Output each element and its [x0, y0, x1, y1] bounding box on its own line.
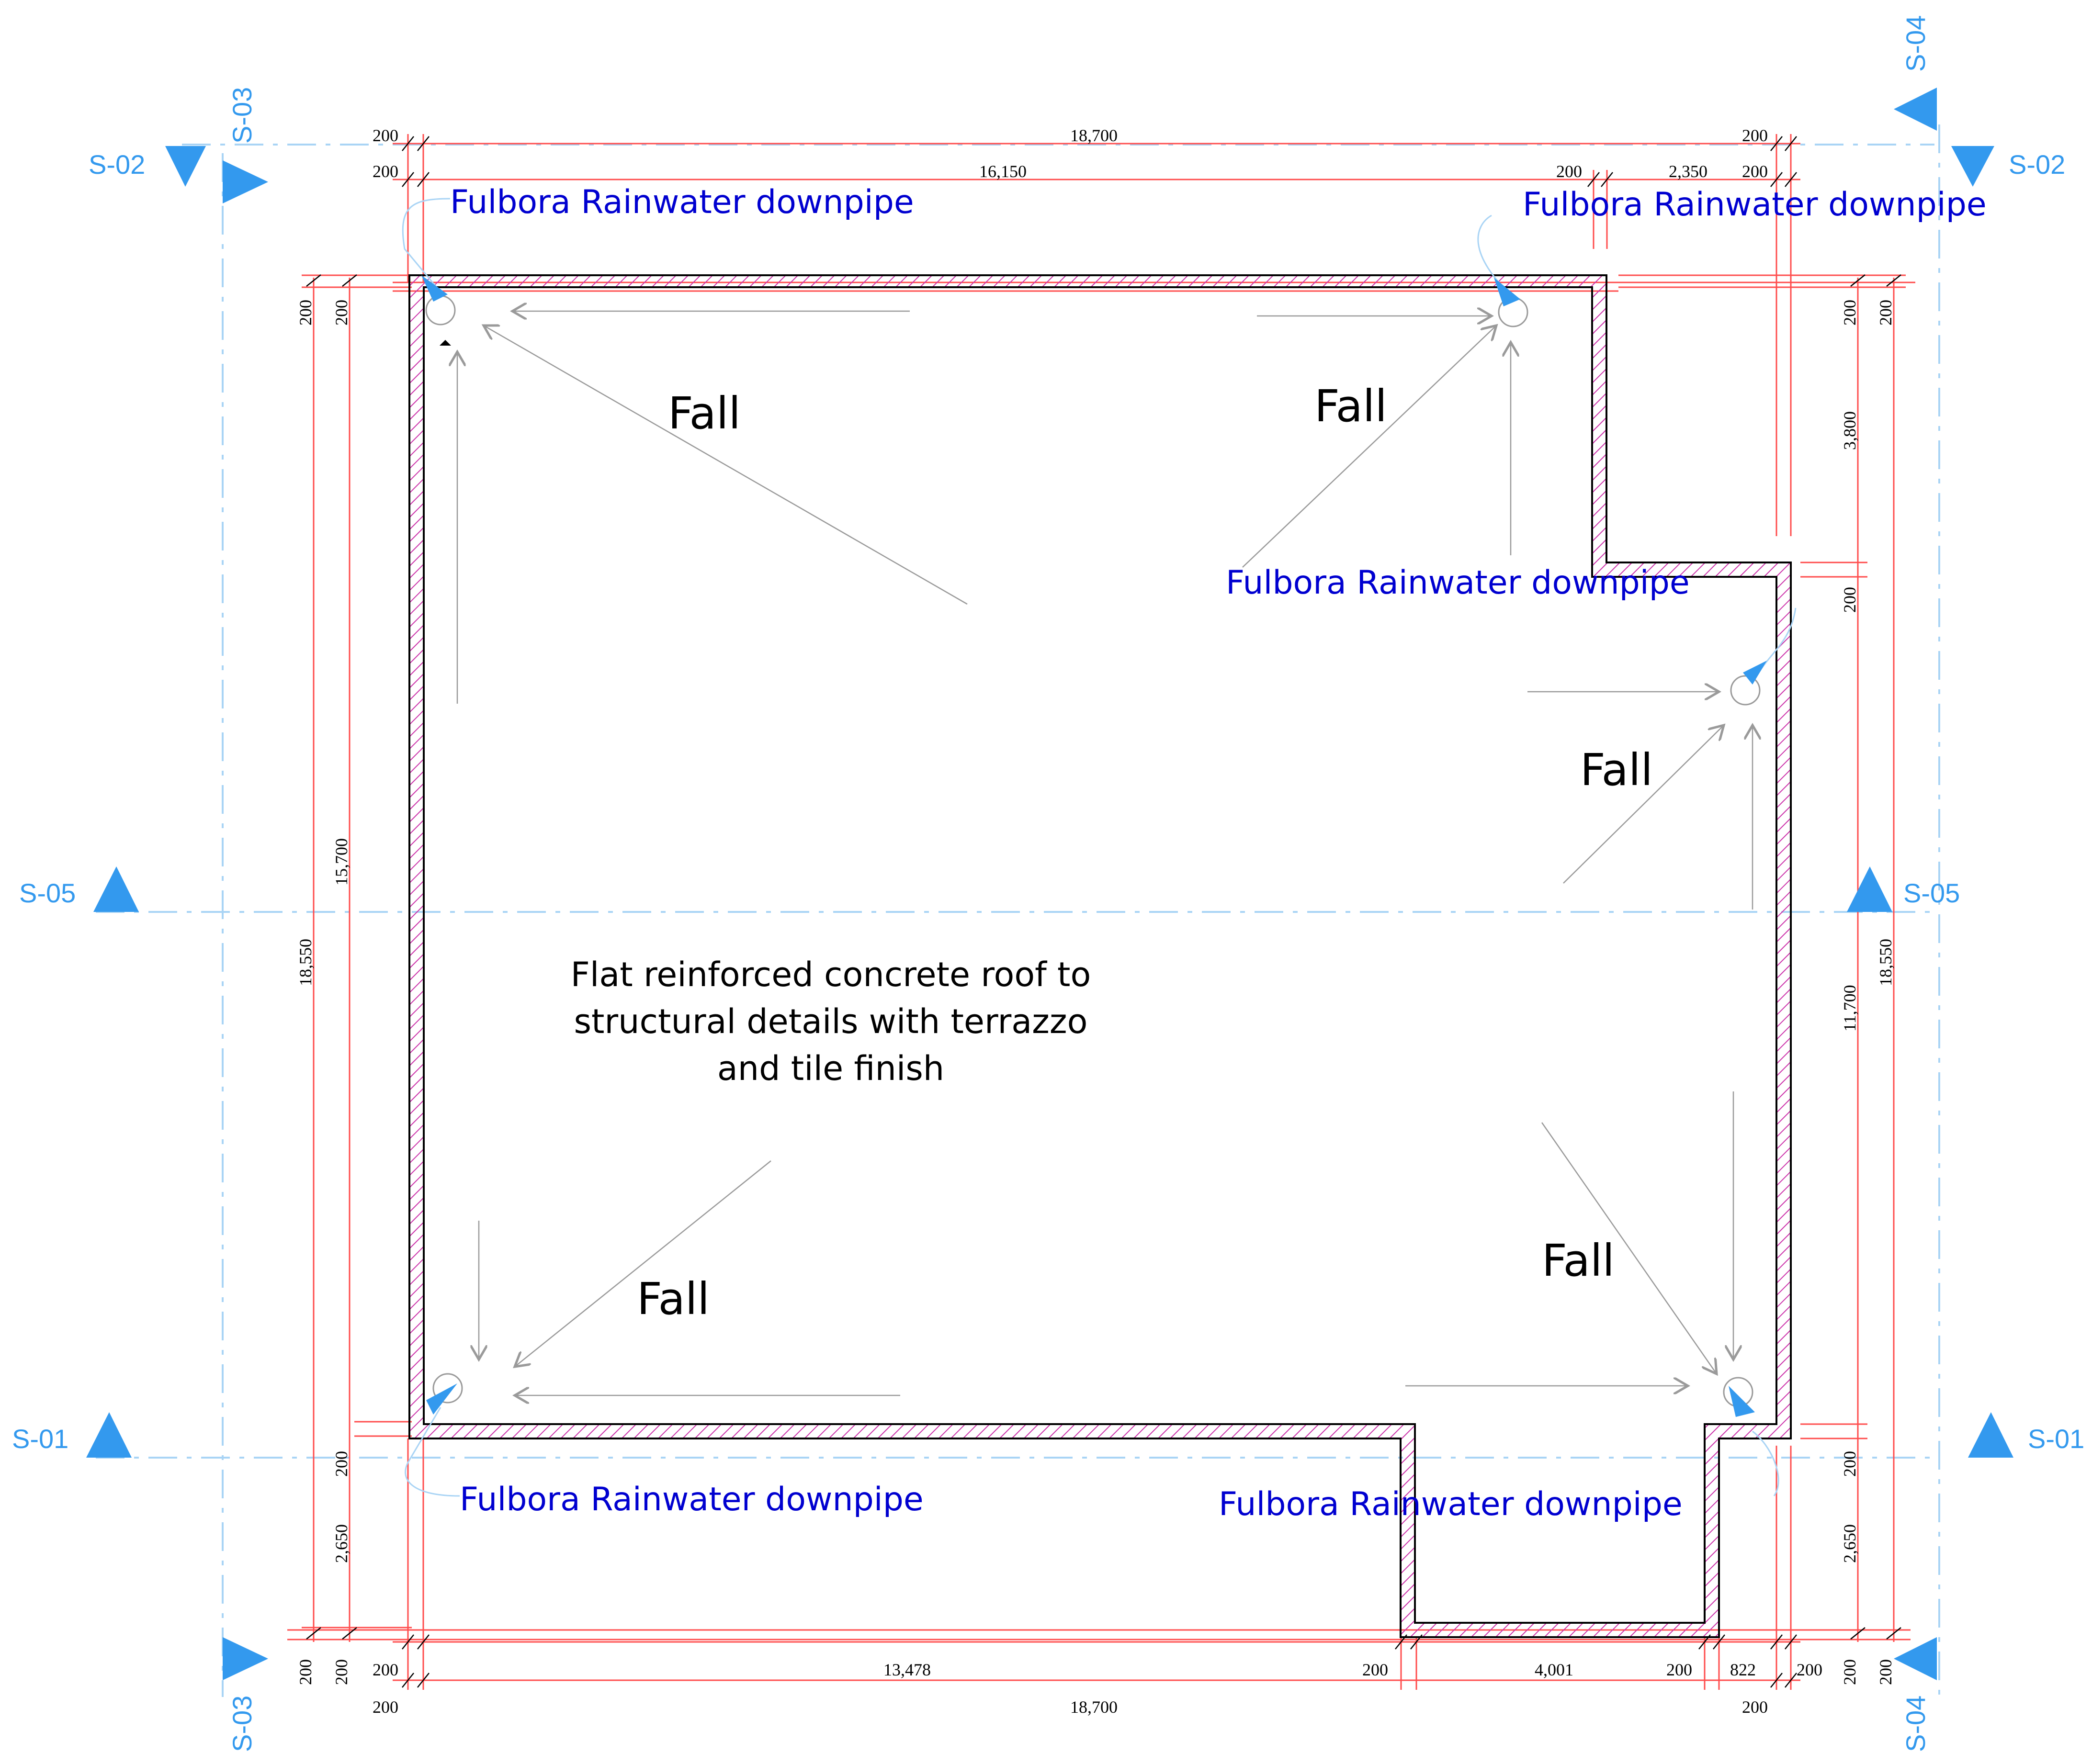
callout-bottom-left: Fulbora Rainwater downpipe: [460, 1481, 924, 1518]
roof-note-line1: Flat reinforced concrete roof to: [571, 955, 1091, 994]
section-marker-s01-left: [86, 1412, 132, 1458]
downpipe-callouts: Fulbora Rainwater downpipe Fulbora Rainw…: [450, 183, 1987, 1523]
callout-top-right: Fulbora Rainwater downpipe: [1523, 186, 1987, 224]
section-marker-s04-bottom: [1894, 1637, 1937, 1680]
section-labels: S-02 S-03 S-04 S-02 S-05 S-05 S-01 S-01 …: [12, 15, 2084, 1752]
section-marker-s02-right: [1951, 146, 1994, 187]
section-label-s04-top: S-04: [1900, 15, 1931, 72]
section-label-s01-left: S-01: [12, 1424, 68, 1454]
callout-arrowheads: [421, 275, 1767, 1417]
dimension-labels: 200 18,700 200 200 16,150 200 2,350 200 …: [296, 126, 1895, 1717]
fall-arrows: [457, 311, 1753, 1395]
section-marker-s03-top: [223, 160, 268, 203]
dim-bottom-step: 822: [1730, 1660, 1756, 1679]
fall-label-bottom-right: Fall: [1542, 1235, 1615, 1286]
dim-top-outer-left: 200: [373, 126, 398, 145]
section-label-s02-left: S-02: [89, 149, 145, 180]
dim-top-outer-right: 200: [1742, 126, 1768, 145]
dim-left-overall: 18,550: [296, 939, 315, 986]
dim-right-bottom-outer: 200: [1876, 1659, 1895, 1685]
section-marker-s05-right: [1847, 866, 1892, 912]
section-label-s01-right: S-01: [2028, 1424, 2084, 1454]
roof-note-line3: and tile finish: [717, 1049, 944, 1088]
section-markers: [86, 88, 2013, 1680]
dim-top-inner-mid: 200: [1556, 162, 1582, 181]
downpipe-circle-mid-right: [1730, 675, 1761, 706]
fall-label-top-right: Fall: [1314, 381, 1387, 432]
dim-bottom-notch: 4,001: [1535, 1660, 1573, 1679]
dim-top-overall: 18,700: [1070, 126, 1118, 145]
dim-right-bottom-inner: 200: [1840, 1451, 1859, 1477]
fall-label-bottom-left: Fall: [637, 1273, 710, 1325]
section-marker-s05-left: [93, 866, 139, 912]
dim-bottom-main: 13,478: [883, 1660, 931, 1679]
dim-right-top-inner: 200: [1840, 300, 1859, 326]
dim-bottom-outer-left: 200: [373, 1697, 398, 1717]
fall-label-top-left: Fall: [668, 388, 741, 439]
dim-right-top-outer: 200: [1876, 300, 1895, 326]
section-label-s04-bottom: S-04: [1900, 1696, 1931, 1752]
parapet-wall: [408, 274, 1792, 1638]
dim-bottom-overall: 18,700: [1070, 1697, 1118, 1717]
dim-bottom-outer-right: 200: [1742, 1697, 1768, 1717]
section-lines: [96, 124, 1940, 1697]
dim-right-main: 11,700: [1840, 985, 1859, 1032]
dim-left-bottom-offset: 2,650: [332, 1524, 351, 1563]
section-label-s02-right: S-02: [2009, 149, 2065, 180]
section-marker-s01-right: [1968, 1412, 2013, 1458]
dim-left-bottom-outer: 200: [296, 1659, 315, 1685]
direction-marker: [440, 340, 451, 346]
dim-top-inner-right: 200: [1742, 162, 1768, 181]
callout-top-left: Fulbora Rainwater downpipe: [450, 183, 914, 221]
dim-bottom-left: 200: [373, 1660, 398, 1679]
dim-top-main: 16,150: [979, 162, 1027, 181]
fall-label-mid-right: Fall: [1580, 744, 1653, 796]
section-label-s03-top: S-03: [227, 87, 257, 144]
section-marker-s04-top: [1894, 88, 1937, 131]
dim-bottom-mid2: 200: [1666, 1660, 1692, 1679]
dim-top-inner-left: 200: [373, 162, 398, 181]
fall-labels: Fall Fall Fall Fall Fall: [637, 381, 1653, 1325]
dim-right-overall: 18,550: [1876, 939, 1895, 986]
dim-right-step-wall: 200: [1840, 587, 1859, 613]
dim-right-bottom-inner2: 200: [1840, 1659, 1859, 1685]
roof-note-line2: structural details with terrazzo: [574, 1002, 1087, 1041]
section-marker-s02-left: [165, 146, 206, 187]
section-marker-s03-bottom: [223, 1637, 268, 1680]
dim-left-main: 15,700: [332, 838, 351, 886]
dim-bottom-mid: 200: [1362, 1660, 1388, 1679]
dim-right-bottom-offset: 2,650: [1840, 1524, 1859, 1563]
dim-left-bottom-inner: 200: [332, 1451, 351, 1477]
section-label-s05-left: S-05: [19, 878, 76, 908]
dim-top-step: 2,350: [1669, 162, 1708, 181]
dim-left-top-outer: 200: [296, 300, 315, 326]
dim-bottom-right: 200: [1797, 1660, 1822, 1679]
section-label-s03-bottom: S-03: [227, 1696, 257, 1752]
callout-leaders: [402, 198, 1797, 1497]
dim-right-step: 3,800: [1840, 411, 1859, 450]
callout-bottom-right: Fulbora Rainwater downpipe: [1219, 1485, 1683, 1523]
downpipe-circle-top-left: [425, 295, 456, 326]
callout-mid-right: Fulbora Rainwater downpipe: [1226, 564, 1690, 602]
dim-left-top-inner: 200: [332, 300, 351, 326]
roof-note: Flat reinforced concrete roof to structu…: [571, 955, 1091, 1088]
dim-left-bottom-outer2: 200: [332, 1659, 351, 1685]
section-label-s05-right: S-05: [1903, 878, 1960, 908]
